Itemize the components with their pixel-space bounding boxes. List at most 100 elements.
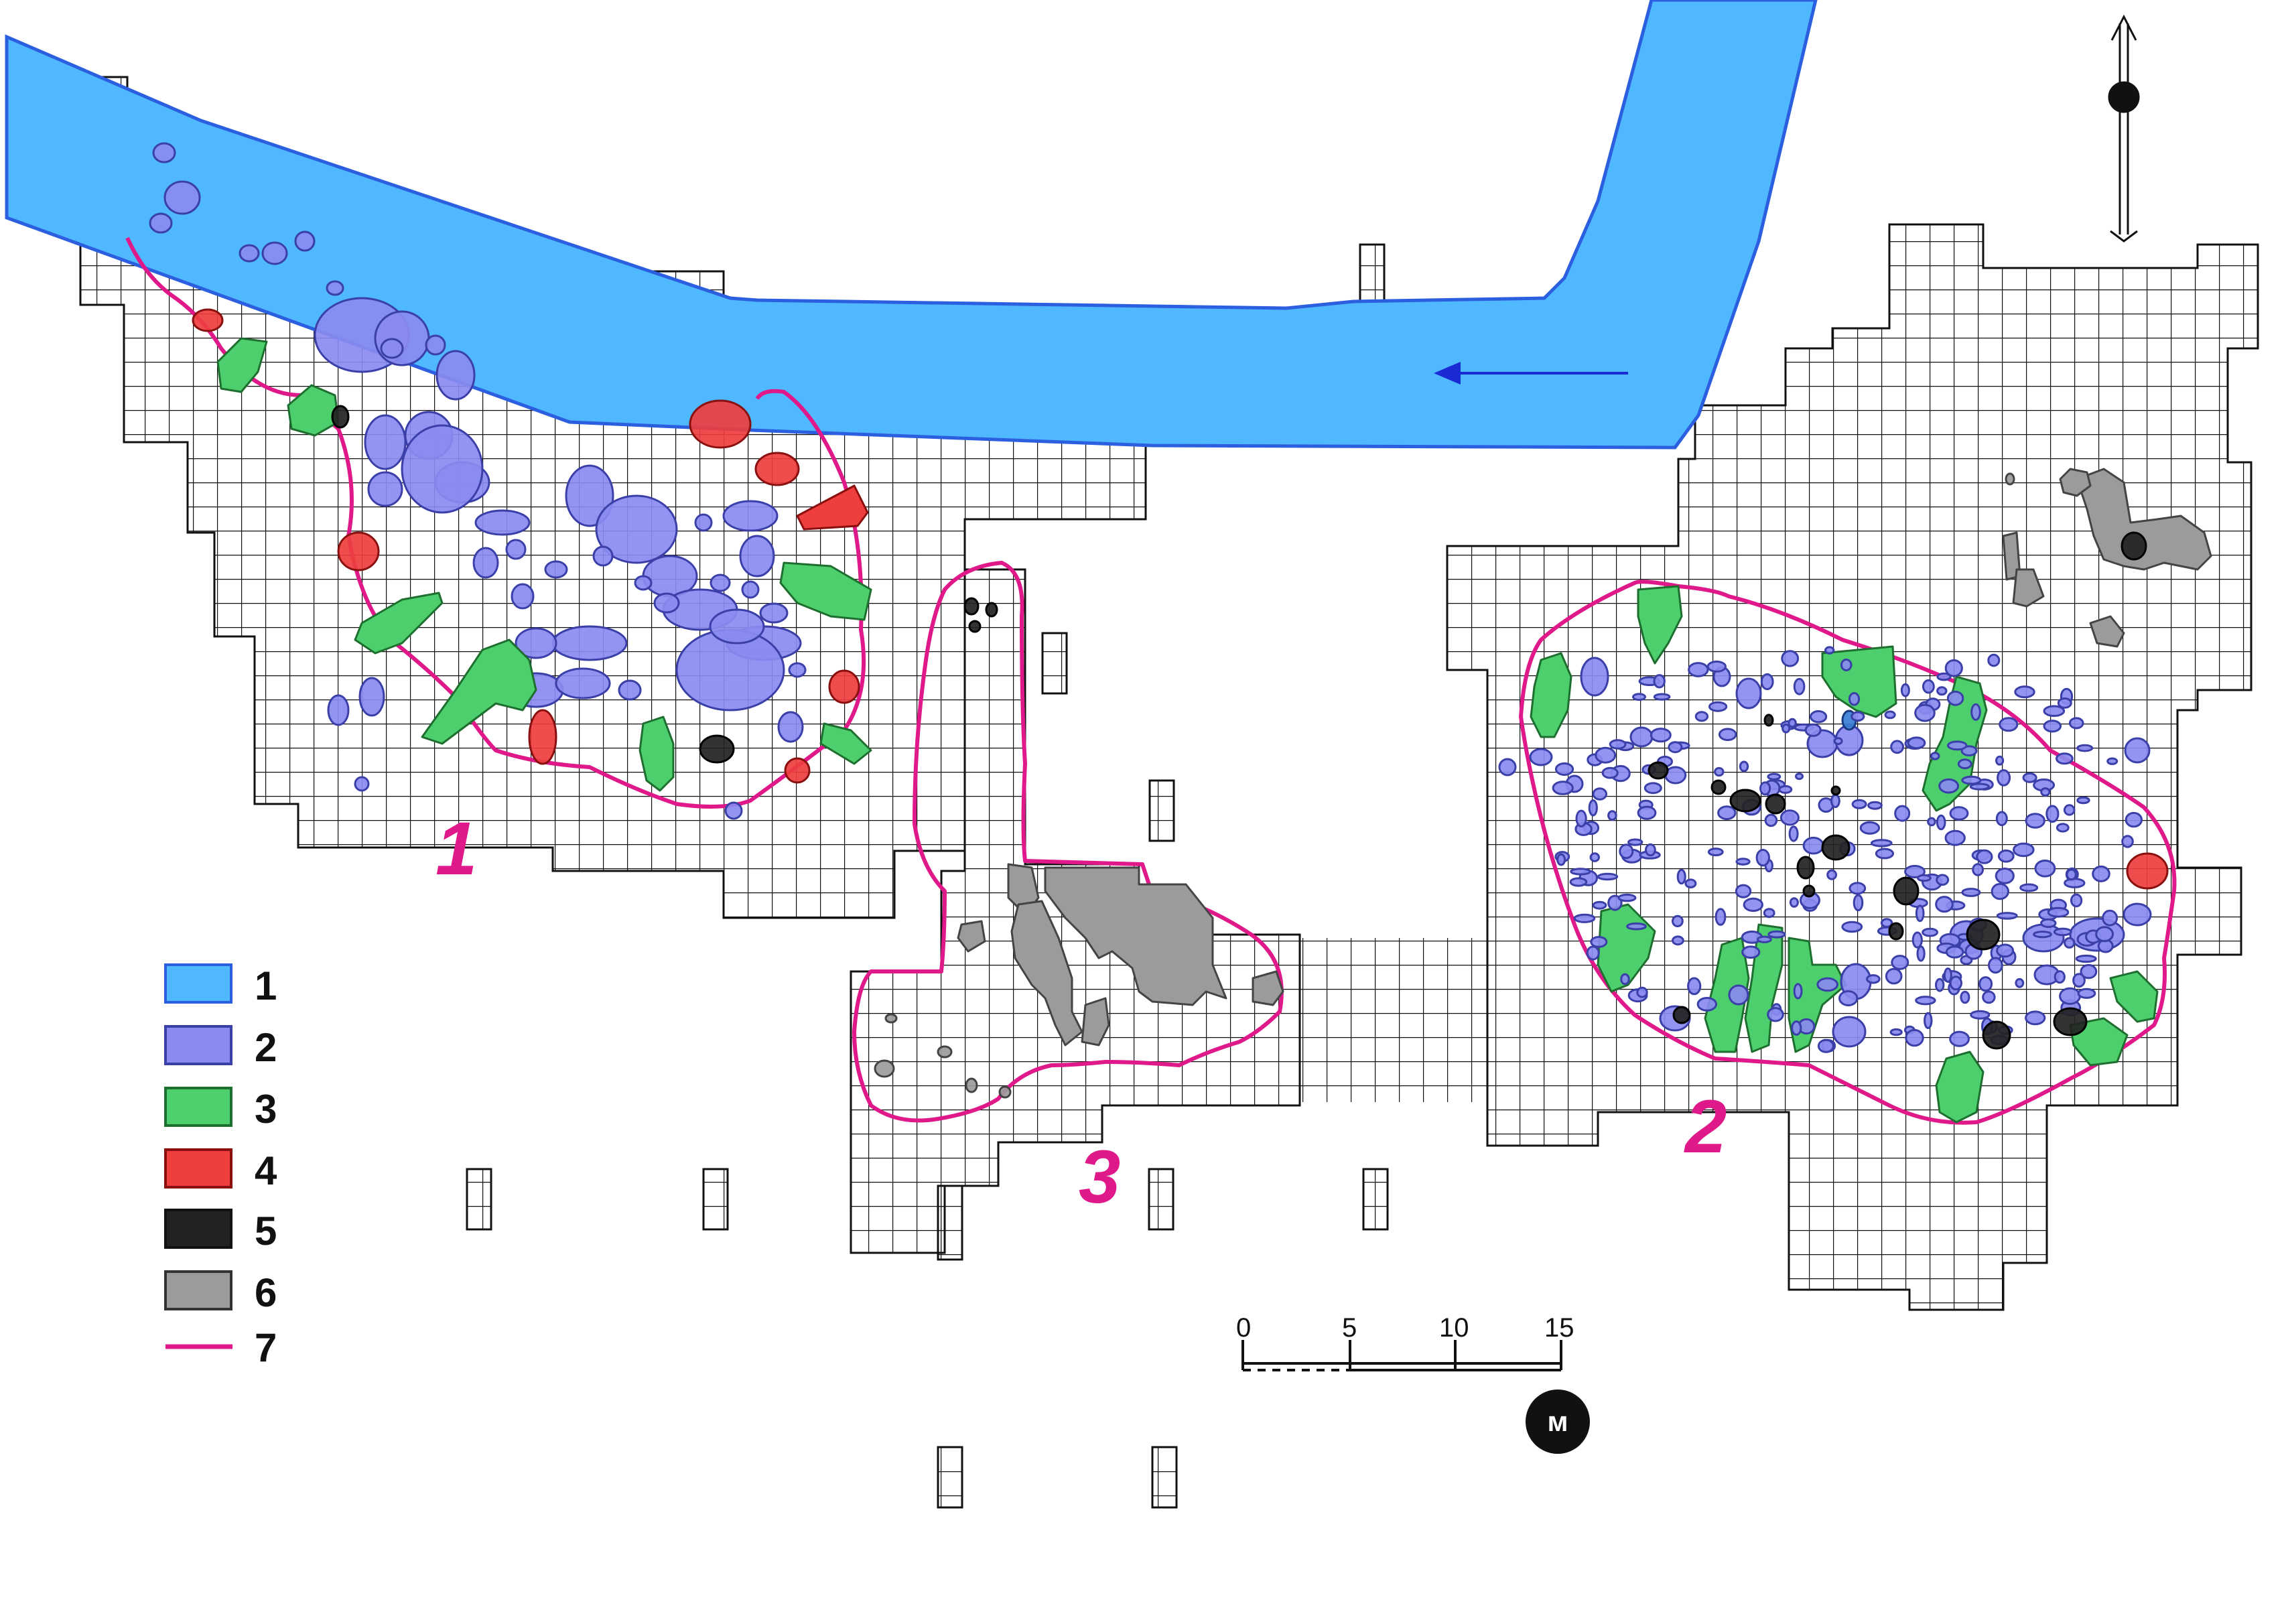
feature-type2 bbox=[1554, 762, 1574, 776]
feature-type2 bbox=[1830, 793, 1840, 809]
legend-label: 4 bbox=[255, 1148, 277, 1193]
feature-type2 bbox=[2075, 954, 2097, 963]
feature-type2 bbox=[1995, 755, 2005, 766]
feature-type3 bbox=[1935, 1051, 1985, 1124]
feature-type2 bbox=[1905, 1028, 1924, 1047]
feature-type2 bbox=[261, 241, 288, 265]
feature-type2 bbox=[1637, 805, 1657, 820]
feature-type2 bbox=[1911, 931, 1923, 949]
feature-type2 bbox=[1946, 690, 1964, 706]
feature-type6 bbox=[965, 1077, 978, 1093]
legend-item-2: 2 bbox=[164, 1025, 277, 1070]
legend-item-3: 3 bbox=[164, 1087, 277, 1132]
feature-type2 bbox=[1595, 746, 1617, 764]
feature-type2 bbox=[1944, 829, 1966, 846]
feature-type2 bbox=[1917, 874, 1932, 882]
feature-type2 bbox=[1970, 703, 1981, 721]
feature-type2 bbox=[474, 509, 531, 536]
test-pit-4 bbox=[466, 1168, 492, 1231]
feature-type2 bbox=[1944, 659, 1963, 677]
feature-type2 bbox=[163, 180, 201, 215]
feature-type2 bbox=[1802, 836, 1824, 855]
feature-type2 bbox=[1935, 896, 1954, 913]
feature-type2 bbox=[1957, 758, 1972, 770]
feature-type2 bbox=[2121, 835, 2134, 848]
feature-type2 bbox=[1840, 659, 1853, 671]
feature-type2 bbox=[1763, 908, 1775, 919]
feature-type4 bbox=[337, 531, 380, 571]
feature-type2 bbox=[1767, 930, 1786, 939]
feature-type3 bbox=[2109, 970, 2159, 1023]
feature-type2 bbox=[2123, 902, 2152, 927]
feature-type2 bbox=[1916, 945, 1926, 962]
feature-type2 bbox=[2056, 823, 2070, 833]
feature-type6 bbox=[884, 1013, 898, 1024]
feature-type2 bbox=[2034, 860, 2056, 878]
feature-type6 bbox=[937, 1045, 953, 1059]
feature-type2 bbox=[1764, 813, 1778, 827]
feature-type6 bbox=[998, 1085, 1012, 1099]
feature-type5 bbox=[2053, 1007, 2088, 1036]
feature-type5 bbox=[1648, 761, 1669, 780]
feature-type2 bbox=[2015, 977, 2025, 988]
feature-type2 bbox=[2040, 787, 2051, 797]
feature-type2 bbox=[1676, 868, 1686, 885]
feature-type2 bbox=[1991, 882, 2010, 900]
feature-type2 bbox=[1645, 843, 1656, 857]
legend-item-6: 6 bbox=[164, 1270, 277, 1315]
feature-type2 bbox=[2072, 973, 2086, 988]
feature-type6 bbox=[2012, 568, 2045, 608]
feature-type2 bbox=[741, 580, 760, 599]
feature-type2 bbox=[1851, 799, 1867, 809]
feature-type2 bbox=[2124, 737, 2151, 764]
legend: 1 2 3 4 5 6 7 bbox=[164, 963, 277, 1370]
feature-type2 bbox=[1687, 977, 1702, 996]
feature-type2 bbox=[694, 513, 713, 532]
feature-type2 bbox=[1714, 766, 1725, 777]
feature-type2 bbox=[1627, 838, 1643, 846]
feature-type2 bbox=[551, 625, 628, 661]
feature-type2 bbox=[1590, 936, 1608, 948]
feature-type2 bbox=[1995, 868, 2015, 884]
feature-type2 bbox=[239, 244, 260, 263]
feature-type2 bbox=[1592, 900, 1607, 910]
feature-type2 bbox=[1832, 1016, 1867, 1048]
feature-type2 bbox=[724, 801, 743, 820]
feature-type2 bbox=[2040, 918, 2057, 929]
feature-type2 bbox=[1789, 897, 1799, 908]
feature-type5 bbox=[1729, 789, 1761, 813]
scale-unit: м bbox=[1547, 1406, 1568, 1437]
feature-type4 bbox=[828, 669, 860, 704]
feature-type2 bbox=[1607, 810, 1617, 821]
feature-type2 bbox=[2054, 970, 2066, 984]
feature-type5 bbox=[1765, 793, 1786, 815]
test-pit-5 bbox=[702, 1168, 729, 1231]
feature-type2 bbox=[1601, 766, 1619, 779]
feature-type2 bbox=[1588, 799, 1598, 817]
feature-type2 bbox=[472, 547, 499, 579]
feature-type2 bbox=[1894, 805, 1911, 822]
feature-type2 bbox=[2095, 926, 2114, 943]
feature-type2 bbox=[1580, 657, 1609, 697]
feature-type2 bbox=[435, 350, 476, 401]
feature-type2 bbox=[1995, 811, 2008, 827]
feature-type2 bbox=[511, 583, 535, 610]
feature-type2 bbox=[1672, 935, 1684, 946]
feature-type2 bbox=[1949, 975, 1963, 991]
feature-type2 bbox=[1717, 805, 1737, 821]
feature-type2 bbox=[1498, 758, 1517, 776]
feature-type4 bbox=[689, 399, 752, 449]
feature-type2 bbox=[1759, 781, 1771, 796]
feature-type2 bbox=[1619, 843, 1634, 860]
feature-type2 bbox=[1668, 741, 1683, 754]
feature-type2 bbox=[1569, 877, 1588, 887]
feature-type2 bbox=[505, 539, 527, 560]
feature-type2 bbox=[2106, 757, 2119, 765]
feature-type2 bbox=[1779, 809, 1800, 826]
feature-type2 bbox=[592, 545, 614, 567]
feature-type6 bbox=[874, 1059, 895, 1078]
feature-type5 bbox=[1966, 919, 2001, 951]
feature-type2 bbox=[1870, 839, 1893, 848]
feature-type2 bbox=[1626, 922, 1647, 931]
